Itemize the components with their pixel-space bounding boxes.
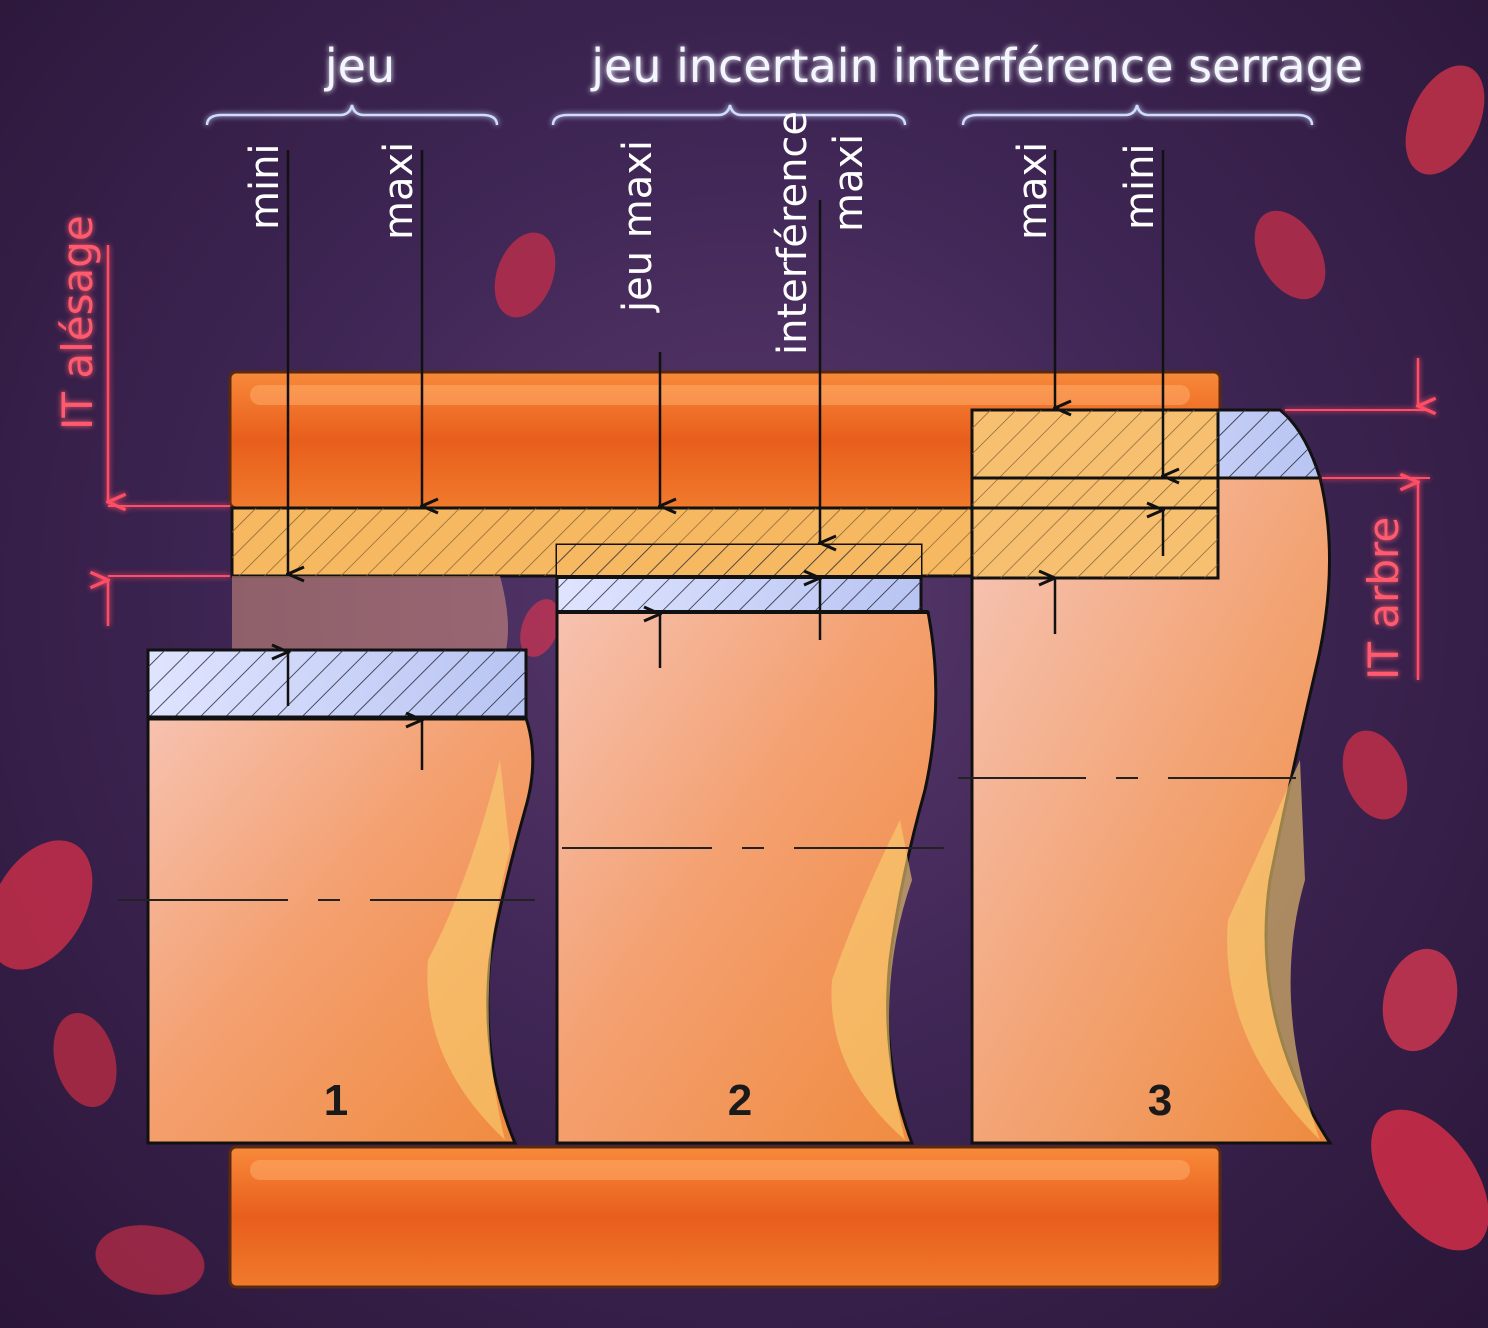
bore-tolerance-dimension: IT alésage (53, 215, 230, 626)
hub-bottom (228, 1145, 1222, 1289)
label-shaft-tolerance: IT arbre (1359, 517, 1408, 680)
brace-uncertain (551, 104, 907, 126)
label-fit1-max: maxi (376, 142, 422, 240)
label-fit2-max: maxi (826, 134, 872, 232)
shaft-2 (555, 543, 945, 1145)
section-headers: jeu jeu incertain interférence serrage (324, 39, 1363, 93)
label-fit3-max: maxi (1010, 142, 1056, 240)
header-interference-fit: interférence serrage (893, 39, 1363, 93)
background-petals (0, 65, 1488, 1295)
shaft-3 (958, 408, 1333, 1145)
label-bore-tolerance: IT alésage (53, 215, 102, 430)
brace-clearance (205, 104, 499, 126)
label-fit1-min: mini (242, 143, 288, 230)
label-fit3-min: mini (1117, 143, 1163, 230)
brace-interference (961, 104, 1314, 126)
shaft-number-2: 2 (728, 1076, 752, 1125)
label-fit2-interference: interférence (770, 111, 816, 355)
annotation-labels: mini maxi jeu maxi interférence maxi max… (242, 111, 1163, 355)
shaft-tolerance-dimension: IT arbre (1285, 358, 1430, 680)
braces (205, 104, 1314, 126)
shaft-number-1: 1 (324, 1076, 348, 1125)
label-fit2-clearance-max: jeu maxi (615, 140, 661, 313)
shaft-1 (118, 576, 535, 1145)
shaft-number-3: 3 (1148, 1076, 1172, 1125)
header-uncertain-fit: jeu incertain (590, 39, 878, 93)
header-clearance: jeu (324, 39, 395, 93)
dimension-lines (288, 150, 1163, 770)
